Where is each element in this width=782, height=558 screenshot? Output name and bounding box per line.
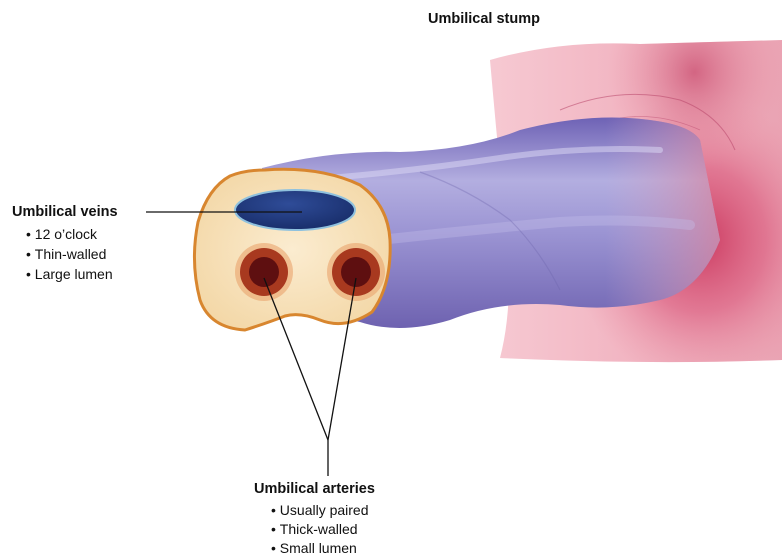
arteries-point-2: Thick-walled [271, 520, 358, 539]
umbilical-artery-left [235, 243, 293, 301]
veins-point-2: Thin-walled [26, 245, 106, 264]
umbilical-artery-right [327, 243, 385, 301]
veins-point-3: Large lumen [26, 265, 113, 284]
arteries-point-3: Small lumen [271, 539, 357, 558]
figure-title: Umbilical stump [428, 12, 540, 27]
umbilical-vein [235, 190, 355, 230]
veins-point-1: 12 o’clock [26, 225, 97, 244]
arteries-label: Umbilical arteries [254, 482, 375, 497]
arteries-point-1: Usually paired [271, 501, 369, 520]
veins-label: Umbilical veins [12, 205, 118, 220]
cord-cross-section [194, 169, 390, 330]
